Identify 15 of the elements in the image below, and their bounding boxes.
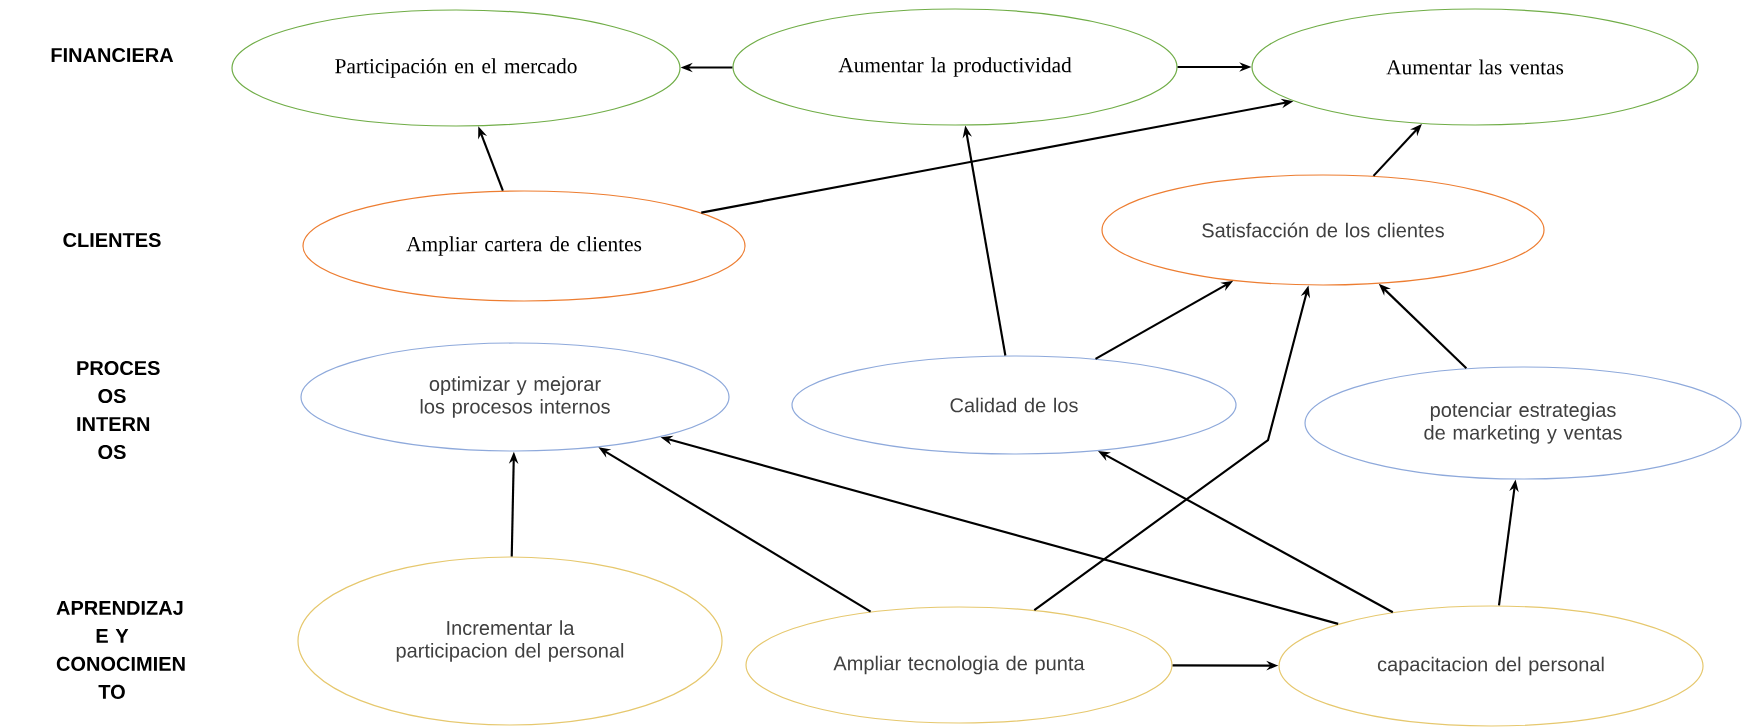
row-label: APRENDIZAJ E Y CONOCIMIEN TO [56,601,185,699]
row-label: PROCES OS INTERN OS [77,360,160,460]
ellipse-node: capacitacion del personal [1278,605,1704,727]
ellipse-node: potenciar estrategias de marketing y ventas [1304,366,1742,480]
row-label: FINANCIERA [51,47,174,63]
ellipse-node: Ampliar tecnologia de punta [745,606,1173,724]
row-label: CLIENTES [63,232,161,248]
ellipse-node: optimizar y mejorar los procesos internos [300,342,730,452]
ellipse-node: Aumentar la productividad [732,8,1178,126]
ellipse-node: Calidad de los [791,355,1237,455]
ellipse-node: Satisfacción de los clientes [1101,174,1545,286]
ellipse-node: Incrementar la participacion del personal [297,556,723,726]
ellipse-node: Aumentar las ventas [1251,8,1699,126]
ellipse-node: Participación en el mercado [231,9,681,127]
ellipse-node: Ampliar cartera de clientes [302,190,746,302]
